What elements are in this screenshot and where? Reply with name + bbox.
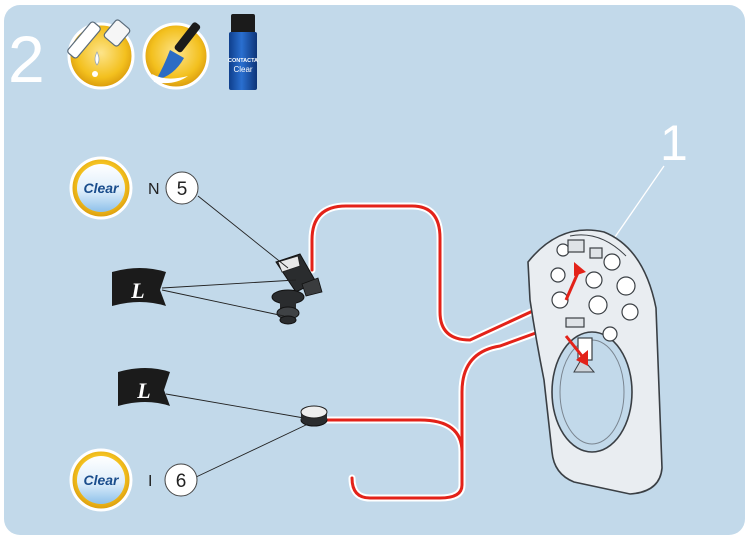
- paint-badge-clear: Clear: [83, 180, 120, 196]
- glue-tube-icon: CONTACTA Clear: [228, 14, 258, 90]
- part-6-gauge: [300, 405, 328, 427]
- callout-letter: I: [148, 473, 152, 490]
- step-number: 2: [8, 22, 45, 96]
- instrument-panel-part: [527, 229, 663, 495]
- decal-flag-l-upper: L: [112, 268, 166, 306]
- part-leader-line: [605, 165, 665, 251]
- flag-label: L: [136, 378, 150, 403]
- guide-line-lower-branch: [460, 328, 584, 454]
- assembly-guide-lines-red: [310, 204, 584, 500]
- part-5-assembly: [271, 253, 323, 325]
- callout-part-5: Clear N 5: [69, 156, 199, 220]
- leader-lines: [161, 195, 309, 479]
- decal-flag-l-lower: L: [118, 368, 170, 406]
- callout-part-6: Clear I 6: [69, 448, 198, 512]
- tube-label: Clear: [233, 65, 252, 74]
- paint-brush-icon: [142, 22, 210, 90]
- callout-letter: N: [148, 181, 160, 198]
- arrow-down-icon: [576, 350, 588, 366]
- insertion-arrows: [564, 262, 588, 366]
- part-number-circle: 6: [176, 471, 187, 492]
- glue-applicator-icon: [67, 19, 135, 90]
- guide-line-upper: [310, 204, 576, 342]
- guide-line-lower: [318, 418, 464, 500]
- arrow-up-icon: [574, 262, 586, 276]
- part-number-circle: 5: [177, 179, 188, 200]
- tube-brand: CONTACTA: [228, 58, 258, 64]
- part-number: 1: [660, 115, 688, 171]
- flag-label: L: [130, 278, 144, 303]
- paint-badge-clear: Clear: [83, 472, 120, 488]
